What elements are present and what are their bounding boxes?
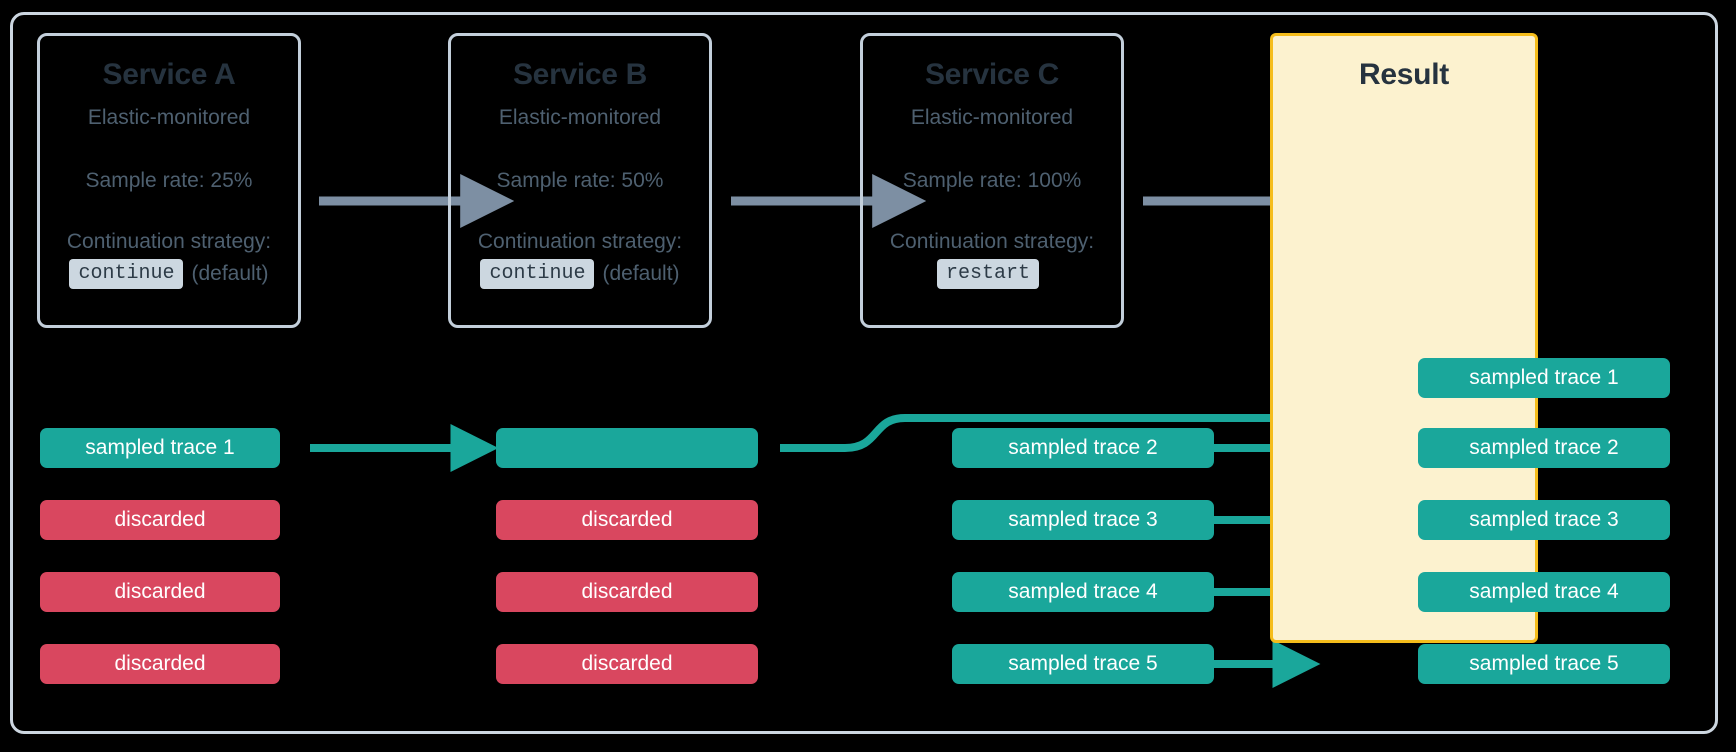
service-b-strategy-label: Continuation strategy: xyxy=(477,230,683,254)
service-b-strategy-row: continue (default) xyxy=(451,259,709,290)
result-title: Result xyxy=(1359,58,1449,91)
service-b-strategy-value: continue xyxy=(480,259,595,290)
service-c-title: Service C xyxy=(924,58,1060,91)
result-trace-bar-3: sampled trace 4 xyxy=(1418,572,1670,612)
result-trace-bar-4: sampled trace 5 xyxy=(1418,644,1670,684)
service-c-monitored: Elastic-monitored xyxy=(910,106,1074,129)
service-c-sample-rate: Sample rate: 100% xyxy=(902,169,1082,193)
service-c-strategy-row: restart xyxy=(863,259,1121,290)
service-a-strategy-label: Continuation strategy: xyxy=(66,230,272,254)
service-b-title: Service B xyxy=(512,58,648,91)
service-b-sample-rate: Sample rate: 50% xyxy=(496,169,664,193)
service-c-strategy-value: restart xyxy=(936,259,1039,290)
service-a-title: Service A xyxy=(102,58,236,91)
trace-bar-c-2: sampled trace 4 xyxy=(952,572,1214,612)
diagram-outer-frame xyxy=(10,12,1718,734)
result-trace-bar-2: sampled trace 3 xyxy=(1418,500,1670,540)
trace-bar-a-3: discarded xyxy=(40,644,280,684)
trace-bar-a-0: sampled trace 1 xyxy=(40,428,280,468)
trace-bar-b-2: discarded xyxy=(496,572,758,612)
trace-bar-c-0: sampled trace 2 xyxy=(952,428,1214,468)
trace-bar-a-1: discarded xyxy=(40,500,280,540)
service-a-strategy-value: continue xyxy=(69,259,184,290)
service-a-sample-rate: Sample rate: 25% xyxy=(85,169,253,193)
trace-bar-b-1: discarded xyxy=(496,500,758,540)
result-trace-bar-0: sampled trace 1 xyxy=(1418,358,1670,398)
service-a-monitored: Elastic-monitored xyxy=(87,106,251,129)
trace-bar-c-1: sampled trace 3 xyxy=(952,500,1214,540)
service-a-strategy-row: continue (default) xyxy=(40,259,298,290)
service-c-strategy-label: Continuation strategy: xyxy=(889,230,1095,254)
service-b-monitored: Elastic-monitored xyxy=(498,106,662,129)
service-card-b: Service B Elastic-monitored Sample rate:… xyxy=(448,33,712,328)
trace-bar-b-3: discarded xyxy=(496,644,758,684)
service-card-a: Service A Elastic-monitored Sample rate:… xyxy=(37,33,301,328)
result-card: Result xyxy=(1270,33,1538,643)
service-card-c: Service C Elastic-monitored Sample rate:… xyxy=(860,33,1124,328)
trace-bar-a-2: discarded xyxy=(40,572,280,612)
result-trace-bar-1: sampled trace 2 xyxy=(1418,428,1670,468)
trace-bar-b-0 xyxy=(496,428,758,468)
service-b-strategy-note: (default) xyxy=(602,262,680,286)
trace-bar-c-3: sampled trace 5 xyxy=(952,644,1214,684)
service-a-strategy-note: (default) xyxy=(191,262,269,286)
